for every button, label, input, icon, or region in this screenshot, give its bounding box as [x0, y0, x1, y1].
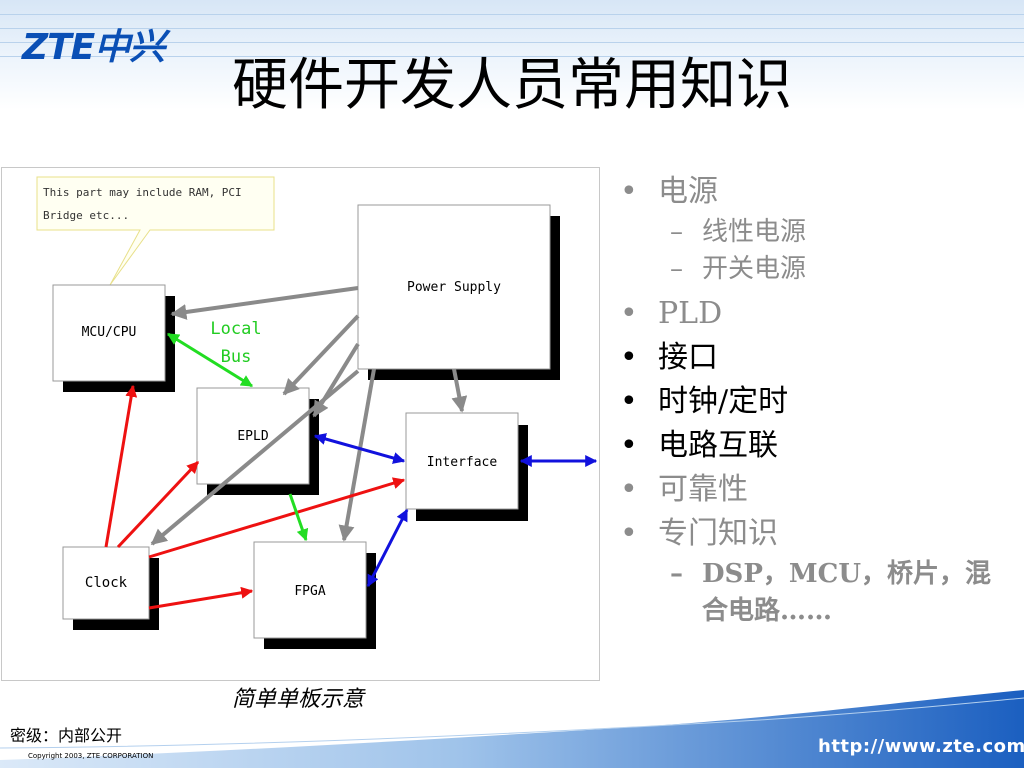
classification-label: 密级：内部公开: [10, 726, 123, 745]
bullet-power: •电源: [620, 174, 718, 209]
interface-label: Interface: [427, 455, 498, 470]
bullet-clock-timing: •时钟/定时: [620, 384, 789, 419]
epld-block: EPLD: [196, 387, 319, 495]
footer-band: [0, 690, 1024, 768]
diagram-caption: 简单单板示意: [232, 687, 365, 712]
slide-title: 硬件开发人员常用知识: [232, 53, 792, 118]
interface-arrows: [313, 433, 598, 588]
mcu-block: MCU/CPU: [52, 284, 175, 392]
clock-label: Clock: [85, 575, 128, 591]
mcu-label: MCU/CPU: [82, 325, 137, 340]
epld-interface-arrow: [313, 433, 406, 464]
clock-to-mcu-arrow: [104, 384, 138, 548]
copyright-text: Copyright 2003, ZTE CORPORATION: [28, 752, 154, 760]
power-to-epld-arrow-1: [282, 314, 360, 396]
sub-bullet-switching-power: –开关电源: [670, 254, 807, 284]
bullet-interconnect: •电路互联: [620, 428, 778, 463]
header-band: [0, 0, 1024, 110]
bullet-list: •电源 –线性电源 –开关电源 •PLD •接口 •时钟/定时 •电路互联 •可…: [612, 170, 1012, 630]
clock-arrows: [104, 384, 406, 610]
company-url: http://www.zte.com.cn: [818, 736, 1024, 757]
bullet-specialized: •专门知识: [620, 516, 778, 551]
fpga-block: FPGA: [253, 541, 376, 649]
sub-bullet-linear-power: –线性电源: [670, 217, 807, 247]
power-supply-block: Power Supply: [357, 204, 560, 380]
interface-block: Interface: [405, 412, 528, 521]
epld-label: EPLD: [237, 429, 268, 444]
clock-to-fpga-arrow: [148, 586, 254, 610]
power-to-clock-arrow: [150, 369, 360, 546]
board-diagram-svg: This part may include RAM, PCI Bridge et…: [36, 176, 598, 649]
clock-block: Clock: [62, 546, 159, 630]
callout-line-2: Bridge etc...: [43, 209, 129, 222]
bullet-pld: •PLD: [620, 296, 723, 331]
callout-line-1: This part may include RAM, PCI: [43, 186, 242, 199]
local-bus-label-2: Bus: [221, 347, 252, 367]
board-diagram: This part may include RAM, PCI Bridge et…: [1, 167, 600, 681]
bullet-interface: •接口: [620, 340, 718, 375]
local-bus-label-1: Local: [210, 319, 261, 339]
power-to-fpga-arrow: [338, 368, 376, 542]
sub-bullet-specialized-detail: –DSP，MCU，桥片，混合电路……: [670, 559, 992, 626]
power-to-mcu-arrow: [170, 286, 359, 320]
fpga-interface-arrow: [366, 508, 409, 588]
epld-to-fpga-arrow: [288, 493, 309, 542]
bullet-reliability: •可靠性: [620, 472, 748, 507]
callout: This part may include RAM, PCI Bridge et…: [36, 176, 275, 286]
local-bus-arrow: [166, 332, 254, 388]
clock-to-interface-arrow: [148, 477, 406, 559]
footer-wave: [0, 690, 1024, 768]
fpga-label: FPGA: [294, 584, 325, 599]
bus-arrows: [166, 332, 309, 542]
clock-to-epld-arrow: [116, 460, 200, 549]
zte-logo: ZTE中兴: [22, 27, 165, 68]
power-supply-label: Power Supply: [407, 280, 501, 295]
power-to-interface-arrow: [451, 368, 468, 413]
